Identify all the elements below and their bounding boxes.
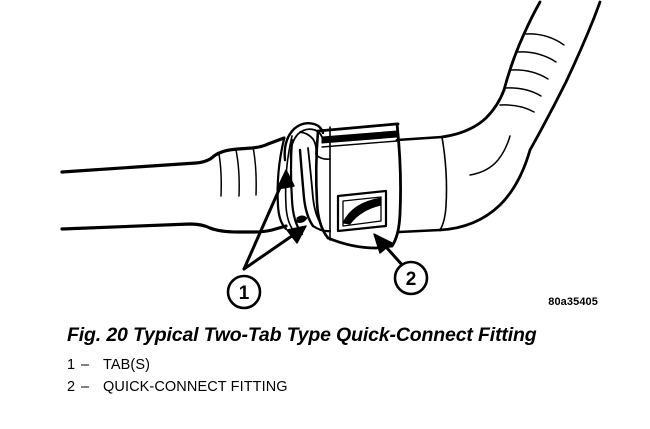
legend-item-2-dash: –: [81, 379, 90, 395]
hose-ribs: [218, 146, 257, 197]
hose-nipple: [276, 135, 295, 232]
legend-item-2: 2 – QUICK-CONNECT FITTING: [67, 376, 627, 398]
legend-item-2-number: 2: [67, 379, 76, 395]
figure-legend: 1 – TAB(S) 2 – QUICK-CONNECT FITTING: [67, 354, 627, 398]
callout-2-label: 2: [406, 269, 417, 290]
legend-item-1-label: TAB(S): [103, 357, 151, 373]
callout-2: 2: [393, 260, 429, 296]
elbow-bend: [438, 88, 532, 232]
callout-1-leaders: [242, 169, 307, 271]
flexible-hose-left: [60, 136, 288, 234]
callout-1-label: 1: [239, 283, 250, 304]
legend-item-2-label: QUICK-CONNECT FITTING: [103, 379, 288, 395]
ribbed-bend-tube: [499, 0, 602, 152]
fitting-body: [316, 122, 402, 250]
figure-illustration: 1 2: [60, 0, 602, 310]
legend-item-1-number: 1: [67, 357, 76, 373]
callout-1: 1: [226, 274, 262, 310]
figure-part-code: 80a35405: [548, 296, 598, 308]
figure-title: Fig. 20 Typical Two-Tab Type Quick-Conne…: [67, 324, 537, 346]
callout-2-leader: [373, 233, 406, 269]
legend-item-1-dash: –: [81, 357, 90, 373]
two-tab-quick-connect-fitting-drawing: 1 2: [60, 0, 602, 310]
legend-item-1: 1 – TAB(S): [67, 354, 627, 376]
fitting-window: [336, 189, 388, 233]
outlet-tube: [395, 135, 448, 234]
